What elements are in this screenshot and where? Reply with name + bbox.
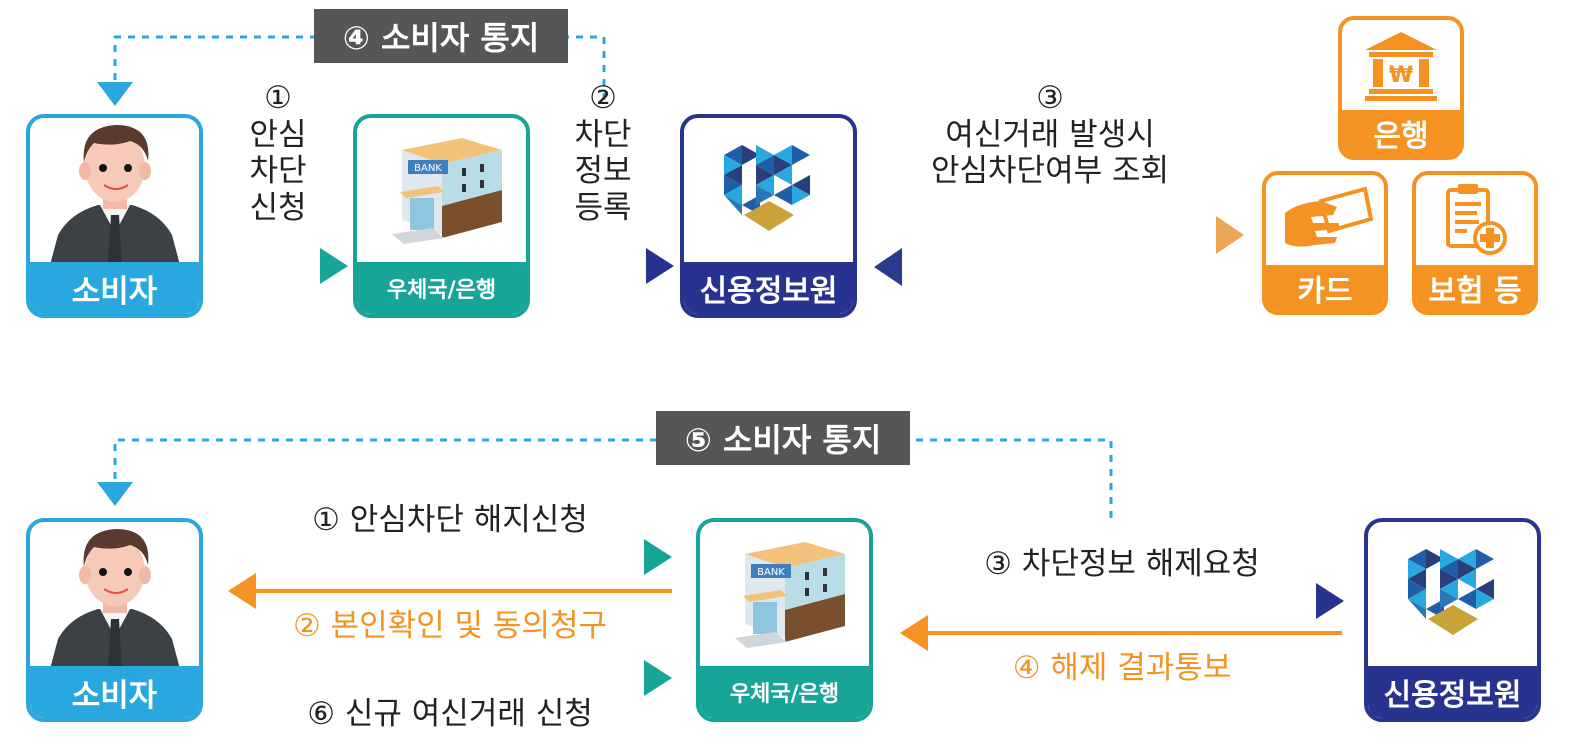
institution-bank-label: 은행: [1342, 110, 1460, 156]
hand-card-icon: [1266, 175, 1384, 265]
bank-building-icon: BANK: [700, 522, 869, 666]
bottom-bank-card: BANK 우체국/은행: [696, 518, 873, 722]
bottom-step-1-label: ① 안심차단 해지신청: [312, 502, 588, 538]
clipboard-plus-icon: [1416, 175, 1534, 265]
step-text-line: 안심: [249, 116, 307, 153]
top-step-1-label: ① 안심 차단 신청: [238, 80, 318, 226]
top-consumer-card: 소비자: [26, 114, 203, 318]
step-number: ②: [589, 80, 617, 116]
bank-building-icon: BANK: [357, 118, 526, 262]
bottom-consumer-card: 소비자: [26, 518, 203, 722]
person-icon: [30, 118, 199, 265]
bottom-step-2-label: ② 본인확인 및 동의청구: [292, 608, 608, 644]
top-arrow-consumer-to-bank: [218, 248, 348, 284]
top-kcis-card: 신용정보원: [680, 114, 857, 318]
top-arrow-bank-to-kcis: [545, 248, 674, 284]
bottom-notice-label: ⑤ 소비자 통지: [656, 411, 910, 465]
step-text-line: 신청: [249, 189, 307, 226]
bottom-arrow-release-result: [900, 615, 1342, 651]
bottom-kcis-card: 신용정보원: [1364, 518, 1541, 722]
step-text-line: 안심차단여부 조회: [930, 153, 1169, 190]
institution-card-card: 카드: [1262, 171, 1388, 315]
svg-text:₩: ₩: [1389, 63, 1413, 88]
step-text-line: 차단: [574, 116, 632, 153]
notice-arrowhead-icon: [97, 482, 133, 506]
svg-text:BANK: BANK: [757, 567, 785, 578]
step-text-line: 차단: [249, 153, 307, 190]
top-arrow-kcis-to-institutions: [875, 216, 1244, 254]
top-bank-card: BANK 우체국/은행: [353, 114, 530, 318]
kcis-label: 신용정보원: [684, 262, 853, 314]
step-text-line: 등록: [574, 189, 632, 226]
institution-insurance-card: 보험 등: [1412, 171, 1538, 315]
top-step-2-label: ② 차단 정보 등록: [563, 80, 643, 226]
bottom-arrow-cancel-request: [228, 539, 672, 575]
consumer-label: 소비자: [30, 262, 199, 314]
bottom-step-4-label: ④ 해제 결과통보: [1012, 650, 1232, 686]
bottom-arrow-release-request: [900, 583, 1344, 619]
institution-bank-card: ₩ 은행: [1338, 16, 1464, 160]
step-text-line: 여신거래 발생시: [945, 116, 1155, 153]
bank-label: 우체국/은행: [700, 666, 869, 718]
step-text-line: 정보: [574, 153, 632, 190]
institution-insurance-label: 보험 등: [1416, 265, 1534, 311]
top-arrow-institutions-to-kcis: [874, 248, 1244, 286]
person-icon: [30, 522, 199, 669]
bottom-arrow-identity-verification: [228, 573, 672, 609]
kcis-label: 신용정보원: [1368, 666, 1537, 718]
notice-arrowhead-icon: [97, 82, 133, 106]
consumer-label: 소비자: [30, 666, 199, 718]
institution-card-label: 카드: [1266, 265, 1384, 311]
top-notice-label: ④ 소비자 통지: [314, 9, 568, 63]
bottom-step-3-label: ③ 차단정보 해제요청: [984, 546, 1260, 582]
step-number: ③: [1036, 80, 1064, 116]
top-step-3-label: ③ 여신거래 발생시 안심차단여부 조회: [890, 80, 1210, 190]
step-number: ①: [264, 80, 292, 116]
bank-won-icon: ₩: [1342, 20, 1460, 110]
bottom-step-6-label: ⑥ 신규 여신거래 신청: [307, 696, 593, 732]
kcis-logo-icon: [1368, 522, 1537, 666]
kcis-logo-icon: [684, 118, 853, 262]
bank-label: 우체국/은행: [357, 262, 526, 314]
svg-text:BANK: BANK: [414, 163, 442, 174]
bottom-notice-dashed-line: [97, 438, 1113, 518]
bottom-arrow-new-credit-application: [228, 660, 672, 696]
top-notice-dashed-line: [97, 35, 606, 106]
